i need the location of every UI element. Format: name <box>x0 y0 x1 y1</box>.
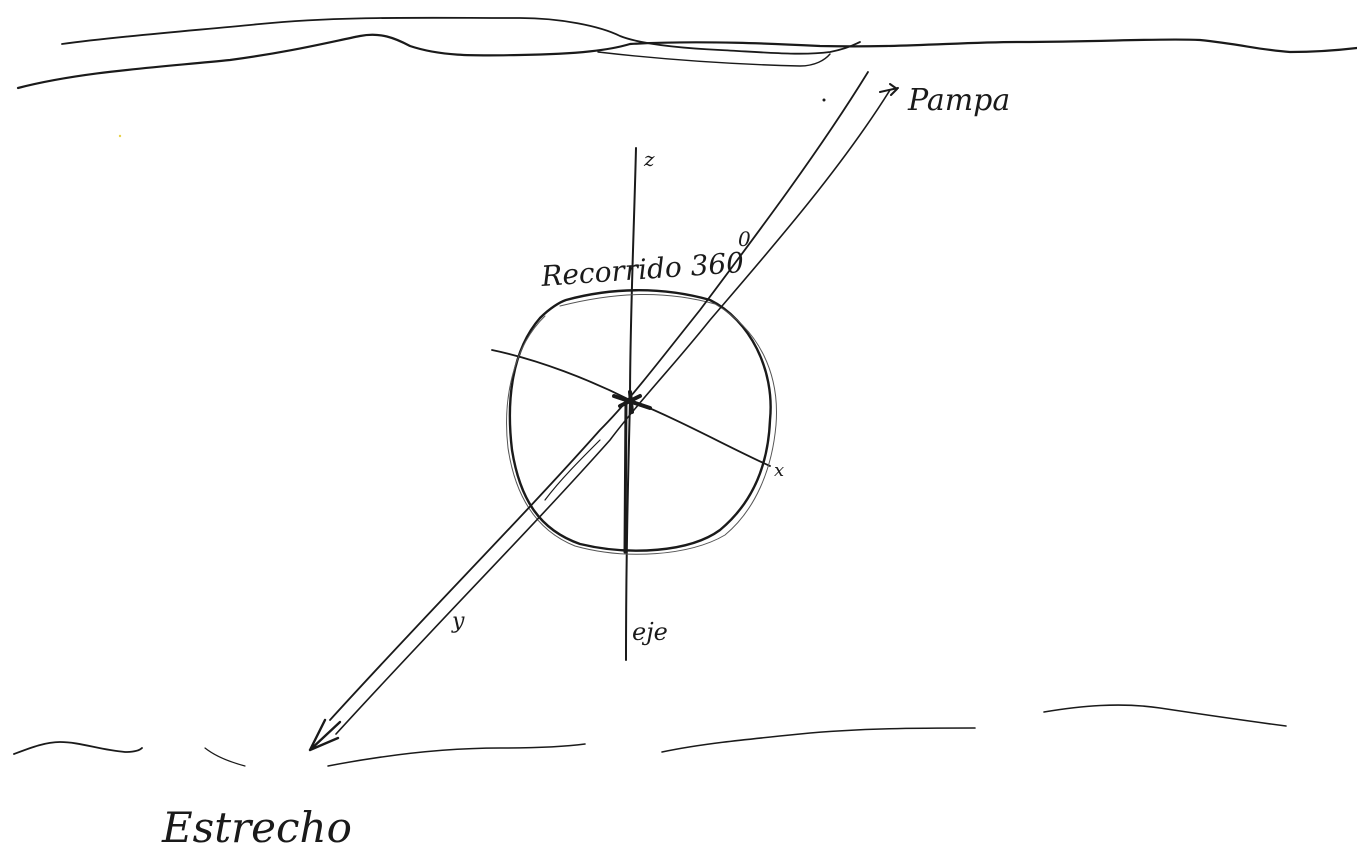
label-angle-mark: 0 <box>738 227 751 251</box>
label-eje: eje <box>632 618 668 646</box>
top-coastline <box>16 16 1357 90</box>
center-mark <box>612 390 652 414</box>
rotation-circle <box>506 289 777 555</box>
bottom-coastline <box>13 704 1287 767</box>
pampa-pointer <box>879 83 899 96</box>
label-estrecho: Estrecho <box>161 803 352 852</box>
label-recorrido: Recorrido 360 <box>539 246 745 293</box>
diagonal-axis <box>329 71 891 735</box>
label-axis-x: x <box>774 460 784 481</box>
label-axis-y: y <box>451 609 465 634</box>
label-axis-z: z <box>643 147 655 171</box>
stray-dot <box>118 134 122 138</box>
stray-dot <box>822 98 826 102</box>
label-pampa: Pampa <box>907 83 1010 118</box>
arrowhead <box>308 718 342 752</box>
